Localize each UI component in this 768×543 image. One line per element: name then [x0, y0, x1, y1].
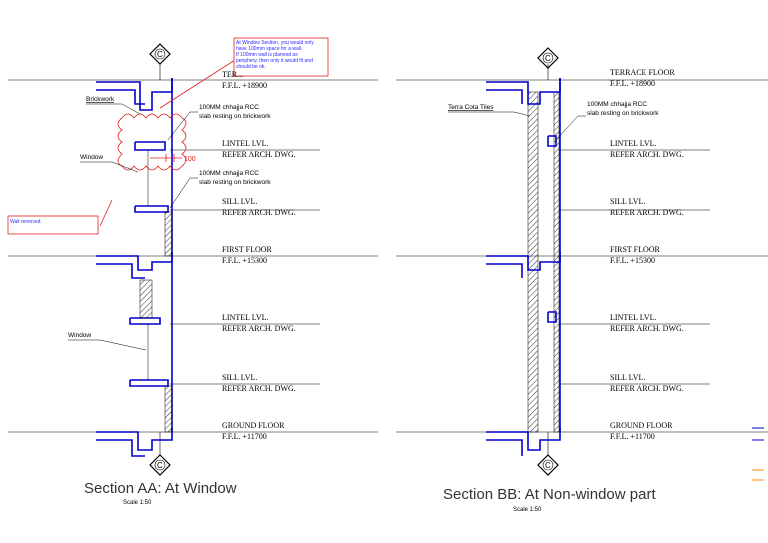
- dimension-100: 100: [184, 156, 196, 163]
- section-bb-scale: Scale 1:50: [513, 507, 542, 513]
- level-value: REFER ARCH. DWG.: [222, 150, 296, 159]
- review-note: At Window Section, you would only have 1…: [233, 37, 329, 77]
- brickwork-hatch-2-aa: [139, 279, 153, 319]
- level-name: LINTEL LVL.: [610, 139, 657, 148]
- chhajja-label-lower: slab resting on brickwork: [199, 179, 271, 186]
- terra-cota-label: Terra Cota Tiles: [448, 104, 494, 111]
- window-label-upper: Window: [80, 154, 103, 161]
- level-name: FIRST FLOOR: [610, 245, 661, 254]
- level-name: FIRST FLOOR: [222, 245, 273, 254]
- level-value: REFER ARCH. DWG.: [610, 150, 684, 159]
- level-value: F.F.L. +18900: [610, 79, 655, 88]
- review-note-line: If 100mm wall is planned as: [236, 52, 298, 58]
- section-aa-scale: Scale 1:50: [123, 500, 152, 506]
- edge-marks: [752, 427, 764, 481]
- level-value: REFER ARCH. DWG.: [222, 384, 296, 393]
- review-note-line: At Window Section, you would only: [236, 40, 314, 46]
- level-name: SILL LVL.: [222, 373, 257, 382]
- leaders-bb: [448, 111, 586, 141]
- level-name: SILL LVL.: [610, 197, 645, 206]
- grid-marker-top-bb: C: [537, 47, 559, 69]
- brickwork-hatch-3-aa: [164, 385, 173, 433]
- brickwork-label: Brickwork: [86, 96, 115, 103]
- structure-bb: [486, 78, 561, 456]
- grid-marker-bottom-bb: C: [537, 454, 559, 476]
- level-value: F.F.L. +15300: [222, 256, 267, 265]
- level-name: TERRACE FLOOR: [610, 68, 675, 77]
- review-note-line: periphery, then only it would fit and: [236, 58, 313, 64]
- chhajja-label-upper: 100MM chhajja RCC: [199, 104, 259, 111]
- leaders-aa: [68, 103, 198, 351]
- level-value: REFER ARCH. DWG.: [222, 324, 296, 333]
- level-value: F.F.L. +11700: [610, 432, 655, 441]
- chhajja-label-lower: 100MM chhajja RCC: [199, 170, 259, 177]
- grid-marker-top-aa: C: [149, 43, 171, 65]
- section-bb-title: Section BB: At Non-window part: [443, 486, 656, 503]
- structure-aa: [96, 78, 173, 457]
- chhajja-label-upper: slab resting on brickwork: [199, 113, 271, 120]
- chhajja-label-bb: 100MM chhajja RCC: [587, 101, 647, 108]
- level-name: LINTEL LVL.: [610, 313, 657, 322]
- wall-removed-text: Wall removed.: [10, 219, 42, 225]
- level-value: F.F.L. +15300: [610, 256, 655, 265]
- level-name: LINTEL LVL.: [222, 313, 269, 322]
- review-note-line: have 100mm space for a wall.: [236, 46, 302, 52]
- section-bb: Terra Cota Tiles 100MM chhajja RCC slab …: [396, 47, 768, 513]
- level-value: F.F.L. +11700: [222, 432, 267, 441]
- level-name: TER...: [222, 70, 243, 79]
- section-aa: 100 At Window Section, you would only ha…: [7, 37, 378, 506]
- section-aa-title: Section AA: At Window: [84, 480, 237, 497]
- grid-label: C: [545, 461, 551, 470]
- revision-cloud: [99, 59, 236, 227]
- chhajja-label-bb: slab resting on brickwork: [587, 110, 659, 117]
- level-name: GROUND FLOOR: [222, 421, 285, 430]
- brickwork-hatch-1-aa: [164, 211, 173, 257]
- grid-marker-bottom-aa: C: [149, 454, 171, 476]
- review-note-line: should be ok.: [236, 64, 266, 70]
- level-value: REFER ARCH. DWG.: [610, 384, 684, 393]
- brickwork-hatch-outer-bb: [527, 91, 539, 433]
- level-name: SILL LVL.: [222, 197, 257, 206]
- level-value: REFER ARCH. DWG.: [610, 208, 684, 217]
- grid-label: C: [157, 461, 163, 470]
- level-value: F.F.L. +18900: [222, 81, 267, 90]
- wall-removed-note: Wall removed.: [7, 215, 99, 235]
- level-name: GROUND FLOOR: [610, 421, 673, 430]
- grid-label: C: [545, 54, 551, 63]
- level-name: SILL LVL.: [610, 373, 645, 382]
- window-label-lower: Window: [68, 332, 91, 339]
- level-name: LINTEL LVL.: [222, 139, 269, 148]
- level-value: REFER ARCH. DWG.: [222, 208, 296, 217]
- level-value: REFER ARCH. DWG.: [610, 324, 684, 333]
- grid-label: C: [157, 50, 163, 59]
